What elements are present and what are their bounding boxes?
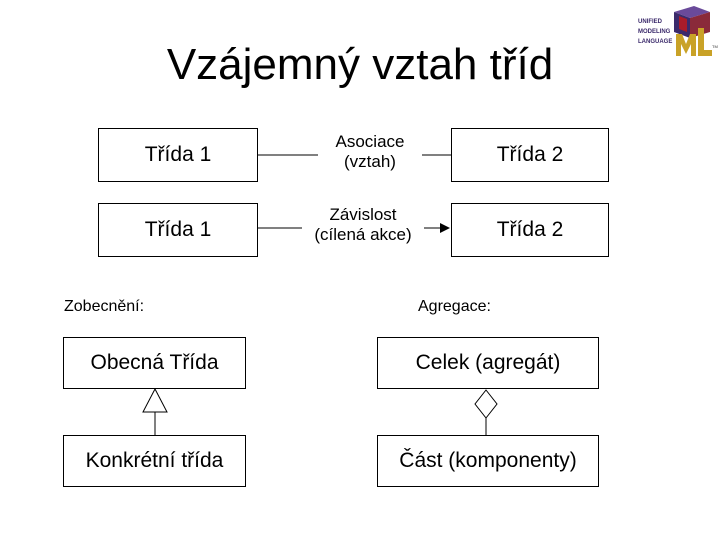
page-title: Vzájemný vztah tříd <box>166 40 554 89</box>
class-name: Třída 2 <box>496 143 564 166</box>
generalization-triangle <box>142 387 168 413</box>
association-name: Asociace <box>335 132 405 151</box>
logo-line-2: MODELING <box>638 29 671 35</box>
class-name: Část (komponenty) <box>399 449 577 472</box>
class-box-row1-right[interactable]: Třída 2 <box>451 128 609 182</box>
class-box-row1-left[interactable]: Třída 1 <box>98 128 258 182</box>
dependency-label: Závislost (cílená akce) <box>302 205 424 245</box>
aggregation-label: Agregace: <box>418 298 491 315</box>
class-box-row2-left[interactable]: Třída 1 <box>98 203 258 257</box>
dependency-name: Závislost <box>329 205 397 224</box>
aggregation-diamond <box>474 389 498 419</box>
generalization-label: Zobecnění: <box>64 298 145 315</box>
logo-line-3: LANGUAGE <box>638 39 672 45</box>
association-note: (vztah) <box>344 152 396 171</box>
class-box-row2-right[interactable]: Třída 2 <box>451 203 609 257</box>
logo-line-1: UNIFIED <box>638 19 663 25</box>
class-name: Celek (agregát) <box>415 351 561 374</box>
class-name: Třída 1 <box>144 143 212 166</box>
class-name: Třída 2 <box>496 218 564 241</box>
logo-tm: TM <box>712 44 718 49</box>
association-label: Asociace (vztah) <box>318 132 422 172</box>
uml-logo: UNIFIED MODELING LANGUAGE TM <box>638 6 718 56</box>
class-box-child[interactable]: Konkrétní třída <box>63 435 246 487</box>
class-name: Konkrétní třída <box>85 449 224 472</box>
class-name: Třída 1 <box>144 218 212 241</box>
dependency-note: (cílená akce) <box>314 225 412 244</box>
class-box-parent[interactable]: Obecná Třída <box>63 337 246 389</box>
class-name: Obecná Třída <box>90 351 219 374</box>
class-box-part[interactable]: Část (komponenty) <box>377 435 599 487</box>
class-box-whole[interactable]: Celek (agregát) <box>377 337 599 389</box>
